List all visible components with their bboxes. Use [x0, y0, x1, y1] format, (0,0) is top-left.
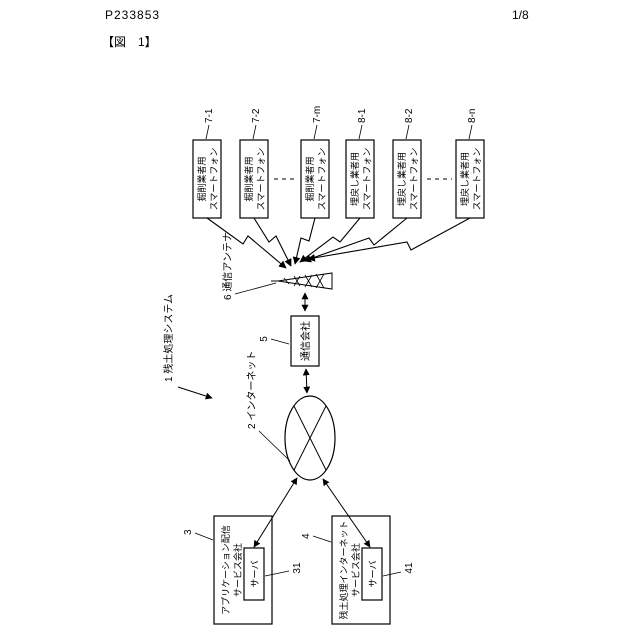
lightning-link-8-2 — [303, 217, 408, 263]
ref-8-2: 8-2 — [404, 108, 415, 123]
internet-label: 2 インターネット — [246, 351, 258, 429]
soil-company-line2: サービス会社 — [350, 543, 361, 597]
phone-7-1-line1: 掘削業者用 — [196, 156, 207, 201]
phone-7-m-line2: スマートフォン — [317, 148, 327, 211]
phone-box-7-2: 掘削業者用 スマートフォン 7-2 — [239, 108, 269, 219]
lightning-link-7-m — [292, 217, 316, 265]
phone-8-1-line2: スマートフォン — [362, 148, 372, 211]
figure1-rotated-container: 掘削業者用 スマートフォン 7-1 掘削業者用 スマートフォン 7-2 掘削業者… — [148, 88, 513, 628]
phone-7-2-line1: 掘削業者用 — [243, 156, 254, 201]
system-pointer-arrow — [177, 386, 213, 400]
phone-8-1-line1: 埋戻し業者用 — [349, 152, 360, 206]
app-company-box: アプリケーション配信 サービス会社 サーバ 3 31 — [183, 515, 303, 625]
phone-8-2-line2: スマートフォン — [409, 148, 419, 211]
phone-box-8-2: 埋戻し業者用 スマートフォン 8-2 — [392, 108, 422, 219]
antenna-label: 6 通信アンテナ — [222, 232, 234, 300]
app-server-internet-link — [253, 477, 298, 548]
app-server-box — [243, 547, 265, 601]
internet-carrier-link — [302, 368, 311, 394]
figure-caption: 【図 1】 — [102, 35, 157, 49]
lightning-link-8-n — [307, 217, 471, 262]
figure1-diagram: 掘削業者用 スマートフォン 7-1 掘削業者用 スマートフォン 7-2 掘削業者… — [162, 106, 485, 625]
ref-8-1: 8-1 — [357, 108, 368, 123]
page-indicator: 1/8 — [512, 8, 529, 22]
ref-7-2: 7-2 — [251, 108, 262, 123]
lightning-link-7-1 — [206, 217, 287, 269]
ref-7-m: 7-m — [312, 106, 323, 123]
ref-41: 41 — [404, 562, 415, 574]
soil-company-box: 残土処理インターネット サービス会社 サーバ 4 41 — [301, 515, 415, 625]
soil-server-label: サーバ — [368, 561, 378, 588]
system-label: 1 残土処理システム — [162, 294, 175, 382]
phone-7-m-line1: 掘削業者用 — [304, 156, 315, 201]
phone-7-1-line2: スマートフォン — [209, 148, 219, 211]
ref-4: 4 — [301, 533, 312, 539]
ref-7-1: 7-1 — [204, 108, 215, 123]
phone-8-2-line1: 埋戻し業者用 — [396, 152, 407, 206]
phone-7-2-line2: スマートフォン — [256, 148, 266, 211]
soil-server-box — [361, 547, 383, 601]
phone-box-7-m: 掘削業者用 スマートフォン 7-m — [300, 106, 330, 219]
doc-number: P233853 — [105, 8, 161, 22]
app-server-label: サーバ — [250, 561, 260, 588]
soil-server-internet-link — [322, 478, 371, 548]
ref-8-n: 8-n — [467, 109, 478, 123]
soil-company-line1: 残土処理インターネット — [338, 520, 349, 619]
internet-symbol — [284, 395, 336, 481]
antenna-icon — [271, 272, 333, 290]
phone-box-8-n: 埋戻し業者用 スマートフォン 8-n — [455, 109, 485, 219]
lightning-link-8-1 — [299, 217, 361, 263]
phone-8-n-line1: 埋戻し業者用 — [459, 152, 470, 206]
phone-8-n-line2: スマートフォン — [472, 148, 482, 211]
lightning-link-7-2 — [253, 217, 292, 267]
ref-31: 31 — [292, 562, 303, 574]
carrier-box: 通信会社 5 — [259, 315, 320, 367]
phone-box-8-1: 埋戻し業者用 スマートフォン 8-1 — [345, 108, 375, 219]
antenna-leader-line — [234, 282, 277, 295]
carrier-label: 通信会社 — [299, 321, 312, 361]
app-company-line1: アプリケーション配信 — [220, 525, 231, 615]
ref-3: 3 — [183, 529, 194, 535]
phone-box-7-1: 掘削業者用 スマートフォン 7-1 — [192, 108, 222, 219]
wireless-links — [206, 217, 471, 269]
ref-5: 5 — [259, 336, 270, 342]
app-company-line2: サービス会社 — [232, 543, 243, 597]
internet-leader-line — [258, 430, 291, 462]
